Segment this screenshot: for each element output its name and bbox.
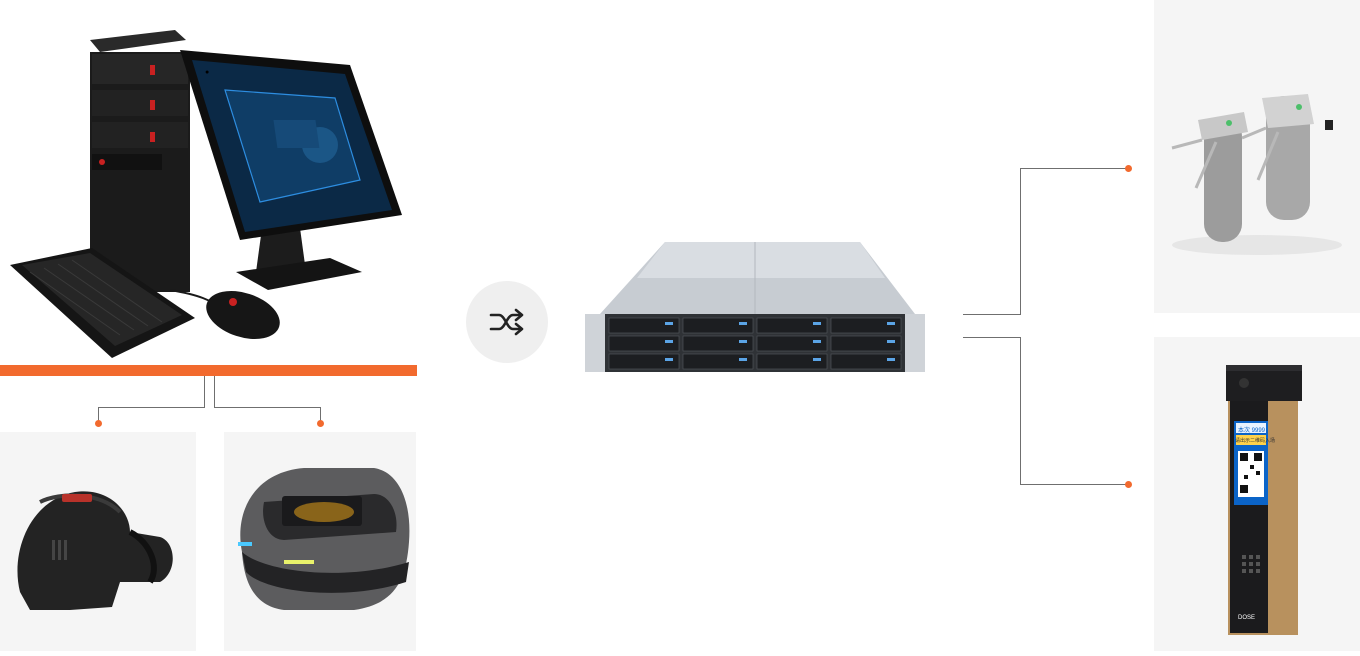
connector-dot [95,420,102,427]
barcode-scanner-panel [0,432,196,651]
desktop-computer-icon: ● [0,10,420,360]
connector-branch-left [98,407,205,408]
connector-stub [963,337,1021,338]
screen-glyph: ● [205,69,209,76]
connector-drop [320,407,321,423]
connector-stub [963,314,1021,315]
connector-dot [1125,481,1132,488]
qr-kiosk-icon [1226,365,1302,635]
connector-vertical [1020,168,1021,315]
switch-node [466,281,548,363]
turnstile-gate-icon [1171,94,1342,255]
connector-stem [214,376,215,408]
connector-vertical [1020,337,1021,485]
barcode-scanner-icon [17,491,173,610]
document-reader-panel [224,432,416,651]
document-reader-icon [238,468,410,610]
shuffle-icon [489,308,524,336]
connection-bus-bar [0,365,417,376]
kiosk-screen-banner: 请出示二维码入场 [1235,438,1276,444]
connector-dot [1125,165,1132,172]
turnstile-panel [1154,0,1360,313]
kiosk-panel: 本次 9999 请出示二维码入场 DOSE [1154,337,1360,651]
kiosk-brand: DOSE [1238,615,1256,621]
connector-to-kiosk [1020,484,1128,485]
connector-drop [98,407,99,423]
connector-dot [317,420,324,427]
connector-to-turnstile [1020,168,1128,169]
connector-stem [204,376,205,408]
connector-branch-right [214,407,321,408]
rack-server-icon [585,242,925,377]
kiosk-screen-top: 本次 9999 [1238,428,1266,434]
